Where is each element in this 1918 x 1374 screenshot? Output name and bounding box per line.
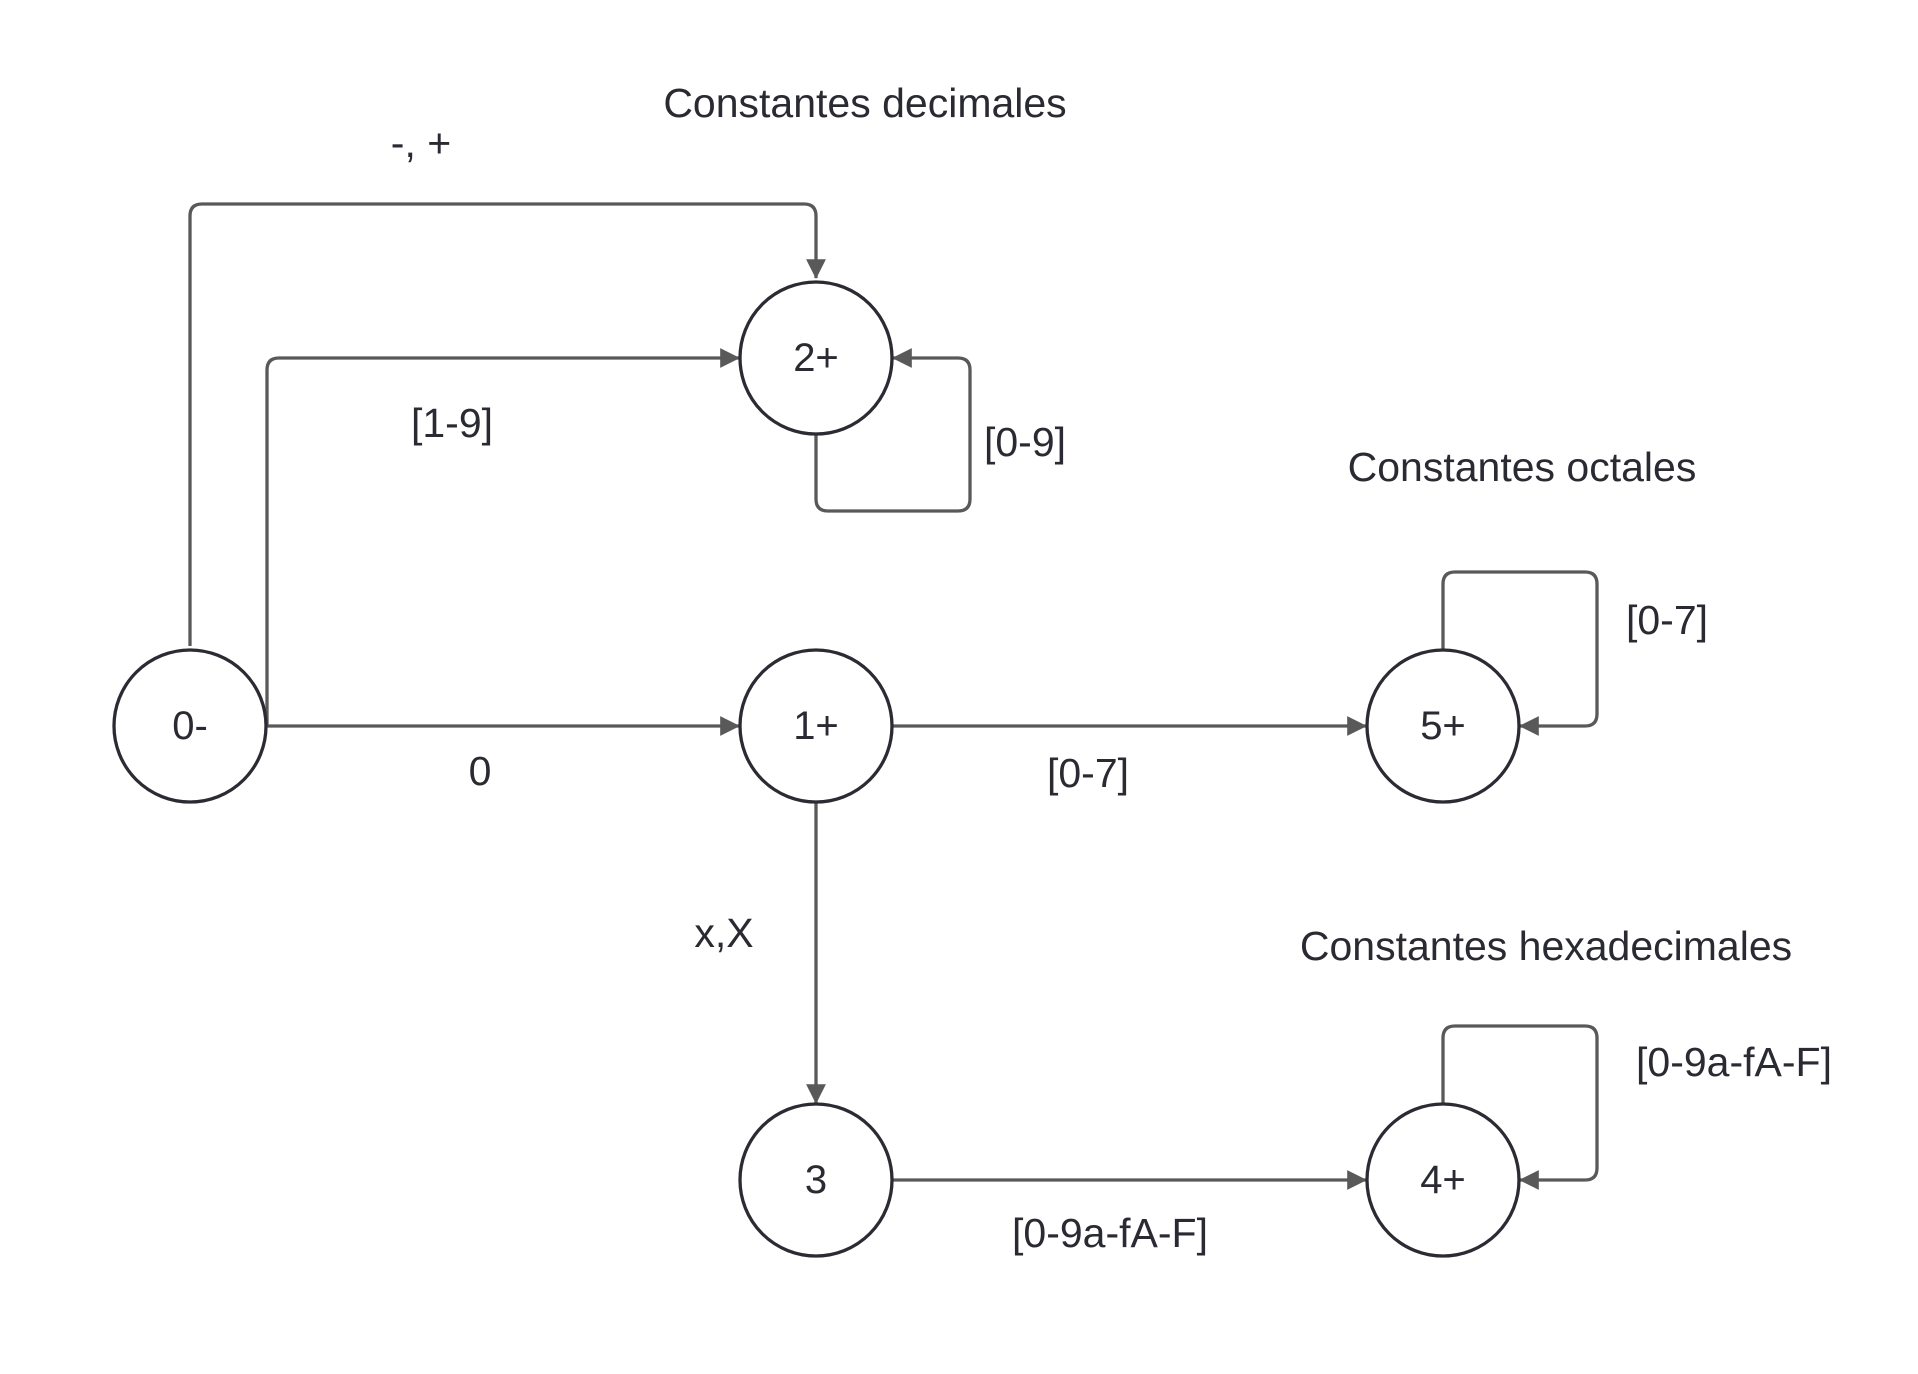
edge-0-to-2-sign — [188, 202, 826, 646]
heading-octal: Constantes octales — [1348, 444, 1697, 490]
edge-4-self-loop — [1441, 1024, 1599, 1190]
edge-label-1-9: [1-9] — [411, 400, 493, 446]
state-5-label: 5+ — [1420, 704, 1466, 748]
edge-label-hex: [0-9a-fA-F] — [1012, 1210, 1208, 1256]
state-2: 2+ — [738, 280, 894, 436]
edge-label-xX: x,X — [694, 910, 753, 956]
state-3-label: 3 — [805, 1158, 827, 1202]
state-3: 3 — [738, 1102, 894, 1258]
edge-label-0-7-loop: [0-7] — [1626, 597, 1708, 643]
edge-labels: -, + [1-9] [0-9] 0 [0-7] [0-7] x,X [0-9a… — [391, 120, 1832, 1256]
state-3-circle — [738, 1102, 894, 1258]
edge-label-hex-loop: [0-9a-fA-F] — [1636, 1039, 1832, 1085]
state-0: 0- — [112, 648, 268, 804]
heading-decimal: Constantes decimales — [663, 80, 1066, 126]
state-1-circle — [738, 648, 894, 804]
heading-hex: Constantes hexadecimales — [1300, 923, 1792, 969]
state-4: 4+ — [1365, 1102, 1521, 1258]
state-1: 1+ — [738, 648, 894, 804]
edge-0-to-2-digits — [265, 348, 740, 726]
state-4-circle — [1365, 1102, 1521, 1258]
edge-label-sign: -, + — [391, 120, 451, 166]
state-0-circle — [112, 648, 268, 804]
edge-label-0-9: [0-9] — [984, 419, 1066, 465]
state-2-circle — [738, 280, 894, 436]
edge-label-0-7-octal: [0-7] — [1047, 750, 1129, 796]
state-1-label: 1+ — [793, 704, 839, 748]
edge-label-zero: 0 — [469, 748, 492, 794]
edges — [188, 202, 1599, 1190]
state-5: 5+ — [1365, 648, 1521, 804]
state-5-circle — [1365, 648, 1521, 804]
edge-2-self-loop — [814, 348, 972, 513]
state-4-label: 4+ — [1420, 1158, 1466, 1202]
state-0-label: 0- — [172, 704, 208, 748]
edge-5-self-loop — [1441, 570, 1599, 736]
state-2-label: 2+ — [793, 336, 839, 380]
